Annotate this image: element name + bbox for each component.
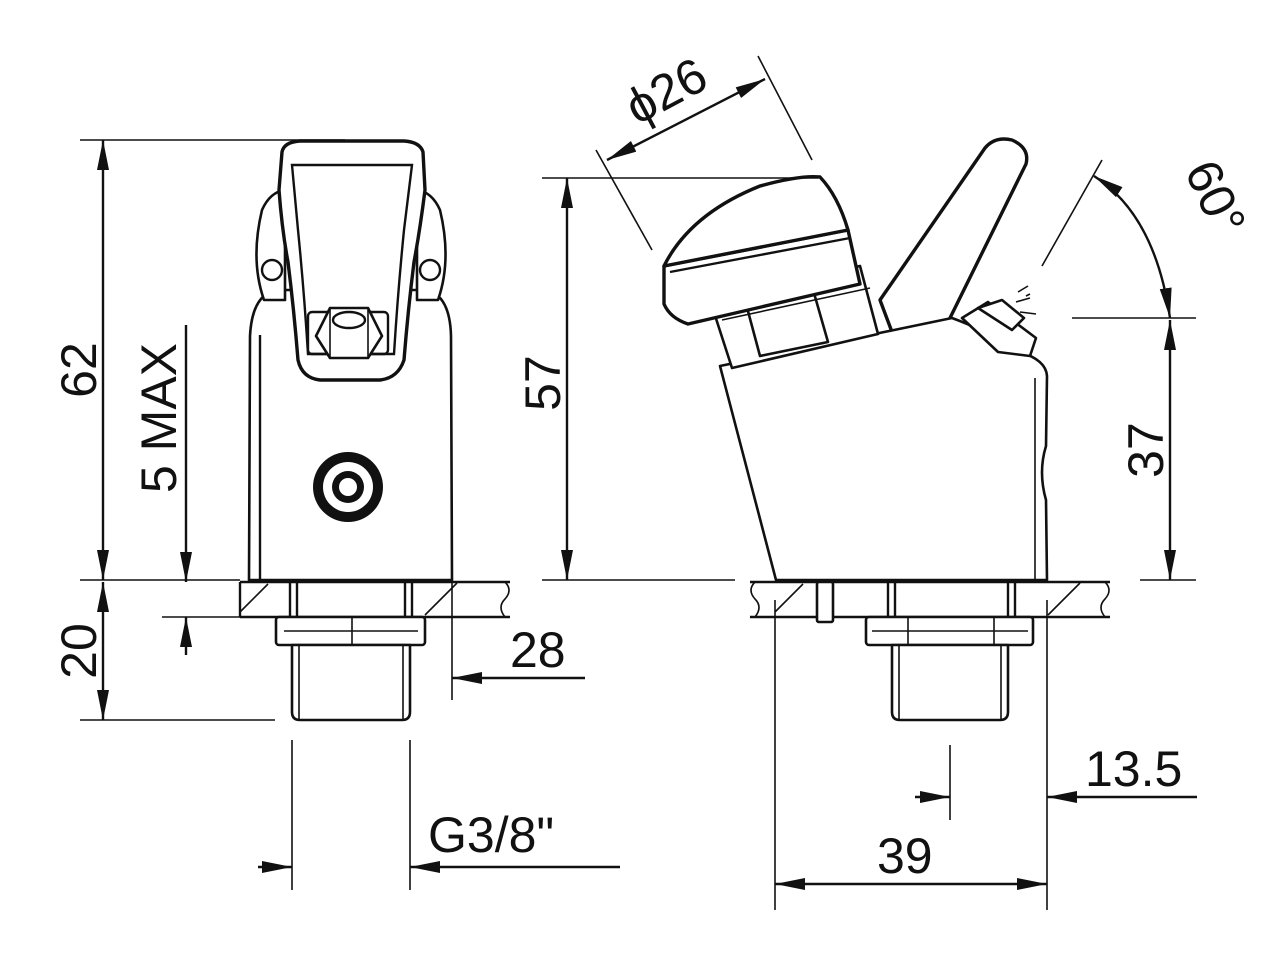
side-nut: [864, 615, 1035, 647]
side-lever: [878, 137, 1029, 374]
dim-diameter: ϕ26: [616, 47, 716, 136]
front-thread: [290, 643, 412, 722]
dim-angle: 60°: [1174, 152, 1257, 244]
dim-depth-max: 5 MAX: [131, 343, 187, 493]
front-hex-bolt: [306, 306, 390, 360]
dim-thread: G3/8": [428, 807, 554, 863]
front-nut: [274, 615, 427, 647]
front-button: [313, 452, 383, 522]
front-dimensions: 62 20 5 MAX 28 G3/8": [51, 139, 620, 890]
front-view: [238, 139, 510, 722]
side-thread: [890, 643, 1010, 722]
front-ears: [255, 188, 447, 302]
front-counter-plate: [238, 580, 510, 619]
dim-height-total: 62: [51, 342, 107, 398]
dim-outlet-height: 37: [1118, 422, 1174, 478]
side-outlet: [960, 285, 1038, 358]
dim-shank-height: 20: [51, 623, 107, 679]
side-cap: [662, 175, 862, 326]
dim-depth: 39: [877, 828, 933, 884]
side-view: [662, 137, 1110, 722]
dim-nut-offset: 28: [510, 622, 566, 678]
side-counter-plate: [750, 580, 1110, 619]
dim-offset: 13.5: [1085, 741, 1182, 797]
side-pin: [815, 580, 835, 624]
dim-side-height: 57: [515, 355, 571, 411]
front-shank: [288, 582, 414, 617]
